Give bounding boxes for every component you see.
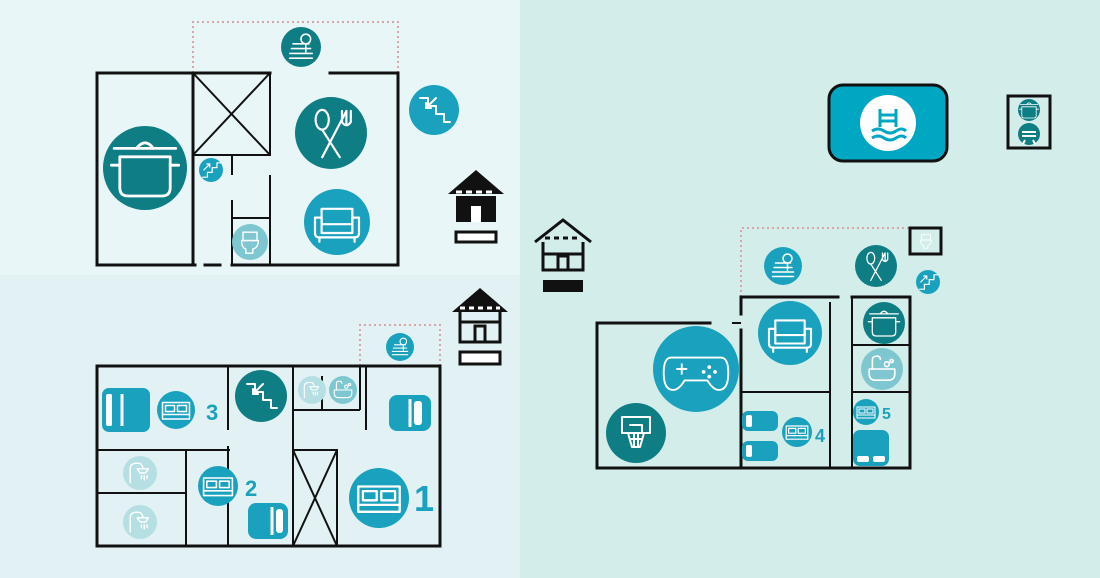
bed-icon	[853, 399, 879, 425]
terrace-icon	[281, 27, 321, 67]
stairs-up-icon	[916, 270, 940, 294]
bathtub-icon	[329, 376, 357, 404]
shower-icon	[123, 505, 157, 539]
room-number-1: 1	[414, 478, 434, 519]
floor-upper-left	[95, 21, 400, 267]
stairs-down-icon	[235, 370, 287, 422]
bed-icon	[349, 468, 409, 528]
house-icon	[452, 288, 508, 366]
bathtub-icon	[861, 348, 903, 390]
pot-icon	[863, 302, 905, 344]
stairs-up-icon	[199, 158, 223, 182]
basketball-icon	[606, 403, 666, 463]
stairs-down-icon	[409, 85, 459, 135]
toilet-icon	[232, 224, 268, 260]
shower-icon	[298, 376, 326, 404]
floor-right	[595, 226, 943, 470]
armchair-icon	[304, 189, 370, 255]
room-number-2: 2	[245, 476, 257, 501]
floor-lower-left	[95, 324, 442, 548]
pot-icon	[103, 126, 187, 210]
dinner-icon	[855, 245, 897, 287]
armchair-icon	[758, 301, 822, 365]
room-number-3: 3	[206, 400, 218, 425]
bed-single-icon	[742, 411, 778, 431]
bed-double-icon	[102, 388, 150, 432]
background-right	[520, 0, 1100, 578]
room-number-5: 5	[882, 406, 891, 423]
bed-icon	[198, 466, 238, 506]
dinner-icon	[295, 97, 367, 169]
house-icon	[534, 218, 592, 292]
barbecue-icon	[1006, 94, 1052, 150]
house-icon	[448, 170, 504, 244]
bed-single-icon	[742, 441, 778, 461]
gamepad-icon	[653, 326, 739, 412]
bed-icon	[157, 391, 195, 429]
terrace-icon	[764, 247, 802, 285]
room-number-4: 4	[815, 426, 825, 446]
bed-single-icon	[248, 503, 288, 539]
shower-icon	[123, 456, 157, 490]
terrace-icon	[386, 333, 414, 361]
bed-double-icon	[853, 430, 889, 466]
bed-single-icon	[389, 395, 431, 431]
bed-icon	[782, 417, 812, 447]
pool-icon	[827, 83, 949, 163]
toilet-icon	[920, 234, 932, 249]
